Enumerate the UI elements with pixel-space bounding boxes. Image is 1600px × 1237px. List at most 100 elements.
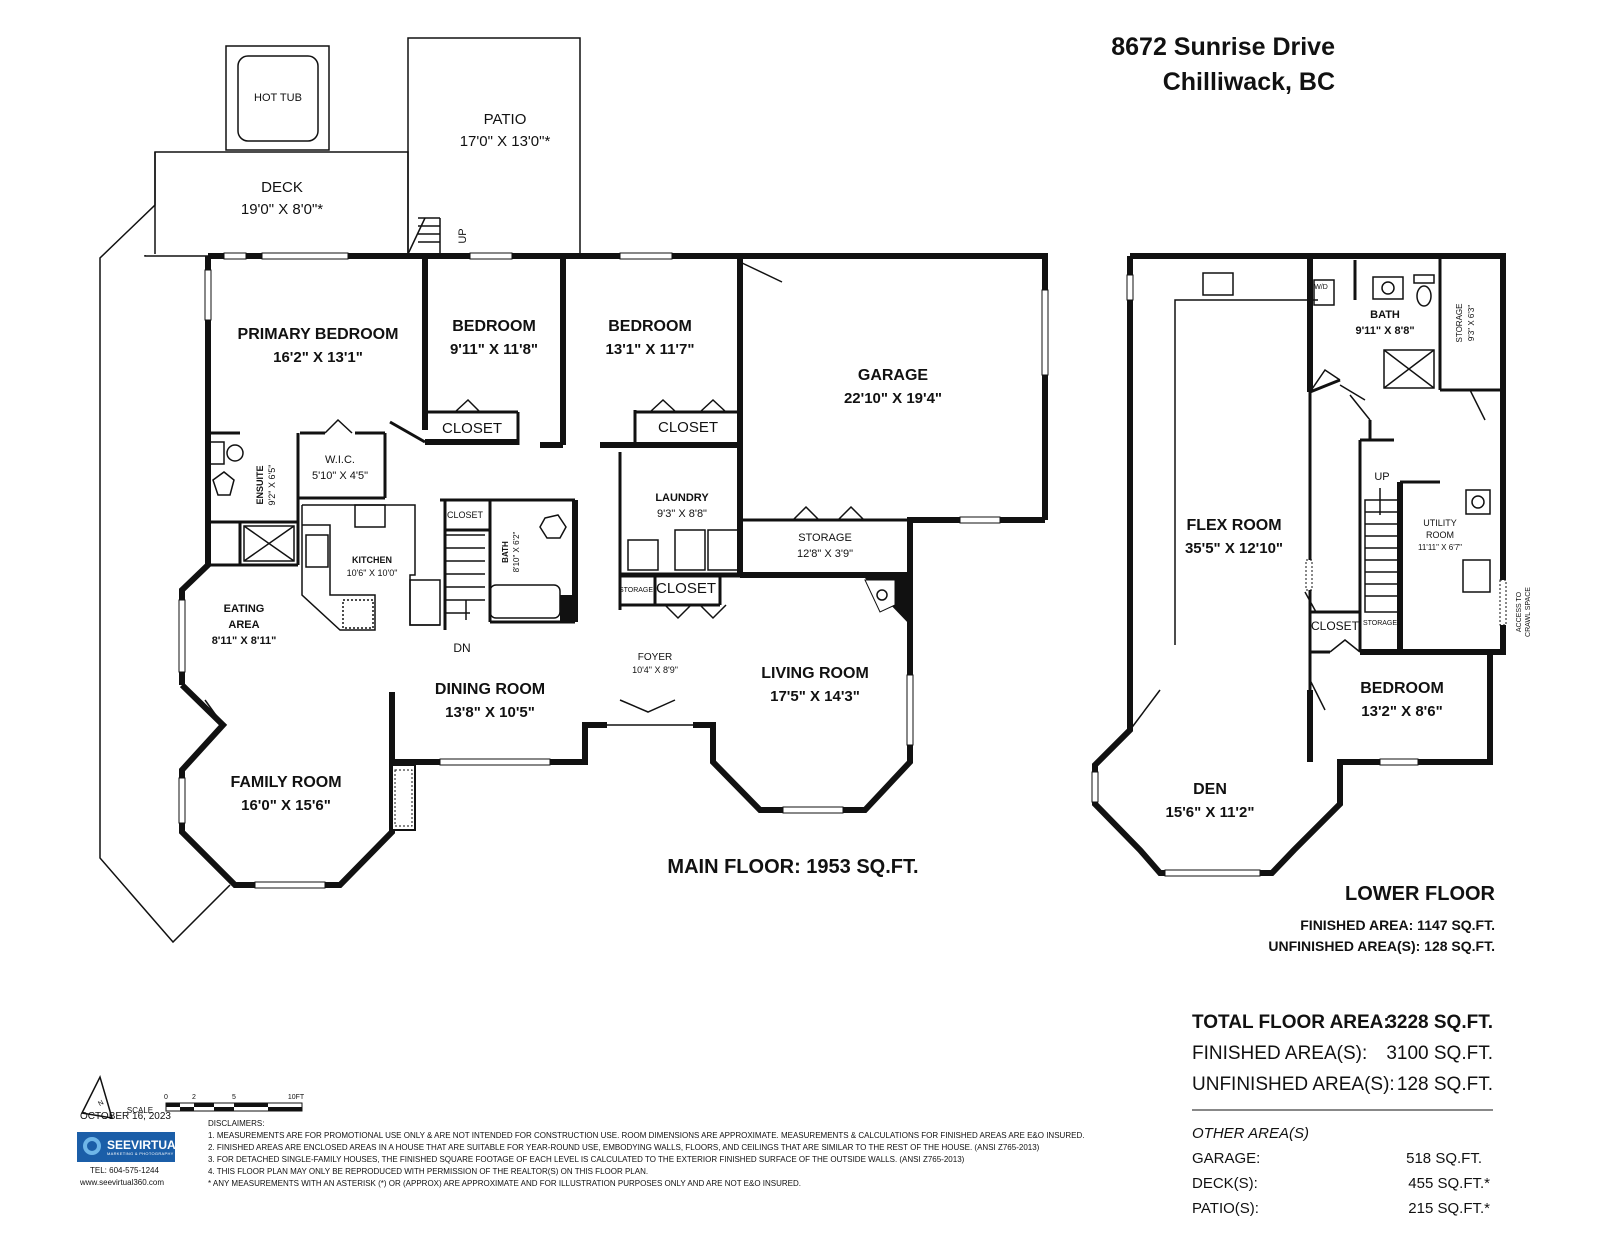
storage-small-label: STORAGE xyxy=(619,587,653,594)
hot-tub-enclosure xyxy=(225,45,330,151)
main-floor-area-label: MAIN FLOOR: 1953 SQ.FT. xyxy=(667,856,918,878)
closet1-label: CLOSET xyxy=(442,420,502,437)
hot-tub xyxy=(237,55,319,142)
bath-label: BATH xyxy=(501,541,510,563)
logo-text: SEEVIRTUAL xyxy=(107,1138,184,1152)
deck-area-value: 455 SQ.FT.* xyxy=(1408,1175,1490,1192)
disclaimer-2: 2. FINISHED AREAS ARE ENCLOSED AREAS IN … xyxy=(208,1143,1040,1152)
bedroom2-dims: 13'1" X 11'7" xyxy=(606,341,695,358)
disclaimer-title: DISCLAIMERS: xyxy=(208,1119,265,1128)
flex-room-label: FLEX ROOM xyxy=(1186,517,1281,534)
bath-dims: 8'10" X 6'2" xyxy=(512,531,521,572)
utility-room-label-line2: ROOM xyxy=(1426,530,1454,540)
patio-area-label: PATIO(S): xyxy=(1192,1200,1259,1217)
disclaimer-5: * ANY MEASUREMENTS WITH AN ASTERISK (*) … xyxy=(208,1179,802,1188)
family-room-label: FAMILY ROOM xyxy=(230,774,341,791)
address-line1: 8672 Sunrise Drive xyxy=(1111,33,1335,61)
deck-up-label: UP xyxy=(457,228,469,243)
lower-finished-area: FINISHED AREA: 1147 SQ.FT. xyxy=(1300,917,1495,933)
deck-area-label: DECK(S): xyxy=(1192,1175,1258,1192)
north-arrow-icon xyxy=(80,1074,114,1119)
north-label: N xyxy=(97,1099,105,1108)
disclaimers: DISCLAIMERS: 1. MEASUREMENTS ARE FOR PRO… xyxy=(208,1118,1128,1190)
bedroom2-label: BEDROOM xyxy=(608,318,692,335)
lower-bath-dims: 9'11" X 8'8" xyxy=(1355,325,1414,337)
disclaimer-4: 4. THIS FLOOR PLAN MAY ONLY BE REPRODUCE… xyxy=(208,1167,649,1176)
garage-label: GARAGE xyxy=(858,367,929,384)
scale-tick-10: 10FT xyxy=(288,1094,305,1101)
wd-label: W/D xyxy=(1314,284,1328,291)
den-label: DEN xyxy=(1193,781,1227,798)
lower-exterior-wall xyxy=(1092,253,1506,876)
lower-bedroom-dims: 13'2" X 8'6" xyxy=(1361,703,1442,720)
main-stairs: DN xyxy=(445,534,485,655)
main-stairs-dn-label: DN xyxy=(453,641,470,655)
scale-bar: N SCALE 0 2 5 10FT xyxy=(80,1074,305,1119)
lower-floor-title: LOWER FLOOR xyxy=(1345,883,1495,905)
disclaimer-3: 3. FOR DETACHED SINGLE-FAMILY HOUSES, TH… xyxy=(208,1155,965,1164)
kitchen-dims: 10'6" X 10'0" xyxy=(347,568,398,578)
seevirtual-logo: SEEVIRTUAL MARKETING & PHOTOGRAPHY xyxy=(77,1132,183,1162)
foyer-label: FOYER xyxy=(638,652,672,663)
lower-unfinished-area: UNFINISHED AREA(S): 128 SQ.FT. xyxy=(1268,938,1495,954)
lower-storage-small-label: STORAGE xyxy=(1363,620,1397,627)
garage-area-label: GARAGE: xyxy=(1192,1150,1261,1167)
plan-date: OCTOBER 16, 2023 xyxy=(80,1111,171,1122)
dining-room-label: DINING ROOM xyxy=(435,681,545,698)
disclaimer-1: 1. MEASUREMENTS ARE FOR PROMOTIONAL USE … xyxy=(208,1131,1085,1140)
lower-floor: UP W/D BATH 9'11" X 8'8" STORAGE 9'3" X … xyxy=(1091,253,1532,877)
utility-room-dims: 11'11" X 6'7" xyxy=(1418,543,1462,552)
bedroom1-dims: 9'11" X 11'8" xyxy=(450,341,538,358)
deck-stairs: UP xyxy=(407,217,469,255)
lower-stairs: UP xyxy=(1364,471,1399,613)
other-areas-title: OTHER AREA(S) xyxy=(1192,1125,1309,1142)
patio-dims: 17'0" X 13'0"* xyxy=(460,133,551,150)
patio-area-value: 215 SQ.FT.* xyxy=(1408,1200,1490,1217)
exterior-wall-west xyxy=(179,256,211,685)
unfinished-areas-value: 128 SQ.FT. xyxy=(1396,1074,1493,1095)
closet-small-label: CLOSET xyxy=(447,510,484,520)
lower-closet-label: CLOSET xyxy=(1311,619,1360,633)
ensuite-label: ENSUITE xyxy=(255,465,265,504)
logo-subtext: MARKETING & PHOTOGRAPHY xyxy=(107,1151,174,1156)
unfinished-areas-label: UNFINISHED AREA(S): xyxy=(1192,1074,1395,1095)
dining-room-dims: 13'8" X 10'5" xyxy=(445,704,535,721)
total-area-value: 3228 SQ.FT. xyxy=(1386,1012,1493,1033)
wic-label: W.I.C. xyxy=(325,454,355,466)
contact-website[interactable]: www.seevirtual360.com xyxy=(80,1178,165,1187)
kitchen-label: KITCHEN xyxy=(352,555,392,565)
ensuite-dims: 9'2" X 6'5" xyxy=(267,465,277,506)
scale-tick-5: 5 xyxy=(232,1094,236,1101)
living-room-label: LIVING ROOM xyxy=(761,665,869,682)
exterior-wall-garage-south xyxy=(907,517,1045,652)
family-room-dims: 16'0" X 15'6" xyxy=(241,797,331,814)
wic-dims: 5'10" X 4'5" xyxy=(312,470,368,482)
lower-bath-label: BATH xyxy=(1370,309,1400,321)
lower-storage-dims: 9'3" X 6'3" xyxy=(1467,305,1476,341)
scale-label: SCALE xyxy=(127,1106,153,1115)
utility-room-label-line1: UTILITY xyxy=(1423,518,1457,528)
flex-room-dims: 35'5" X 12'10" xyxy=(1185,540,1283,557)
storage-label: STORAGE xyxy=(798,532,852,544)
eating-area-label-line1: EATING xyxy=(224,603,265,615)
bedroom1-label: BEDROOM xyxy=(452,318,536,335)
foyer-dims: 10'4" X 8'9" xyxy=(632,665,678,675)
deck-dims: 19'0" X 8'0"* xyxy=(241,201,323,218)
hot-tub-label: HOT TUB xyxy=(254,92,302,104)
total-area-label: TOTAL FLOOR AREA: xyxy=(1192,1012,1390,1033)
patio-label: PATIO xyxy=(484,111,527,128)
contact-tel: TEL: 604-575-1244 xyxy=(90,1166,159,1175)
laundry-dims: 9'3" X 8'8" xyxy=(657,508,707,520)
living-room-dims: 17'5" X 14'3" xyxy=(770,688,860,705)
closet3-label: CLOSET xyxy=(656,580,716,597)
lower-storage-label: STORAGE xyxy=(1455,304,1464,343)
deck-label: DECK xyxy=(261,179,303,196)
exterior-wall-living xyxy=(693,652,913,813)
lower-stairs-up-label: UP xyxy=(1374,471,1389,483)
garage-dims: 22'10" X 19'4" xyxy=(844,390,942,407)
garage-area-value: 518 SQ.FT. xyxy=(1406,1150,1482,1167)
closet2-label: CLOSET xyxy=(658,419,718,436)
logo-mark-icon xyxy=(83,1137,101,1155)
crawl-space-line2: CRAWL SPACE xyxy=(1525,587,1532,637)
